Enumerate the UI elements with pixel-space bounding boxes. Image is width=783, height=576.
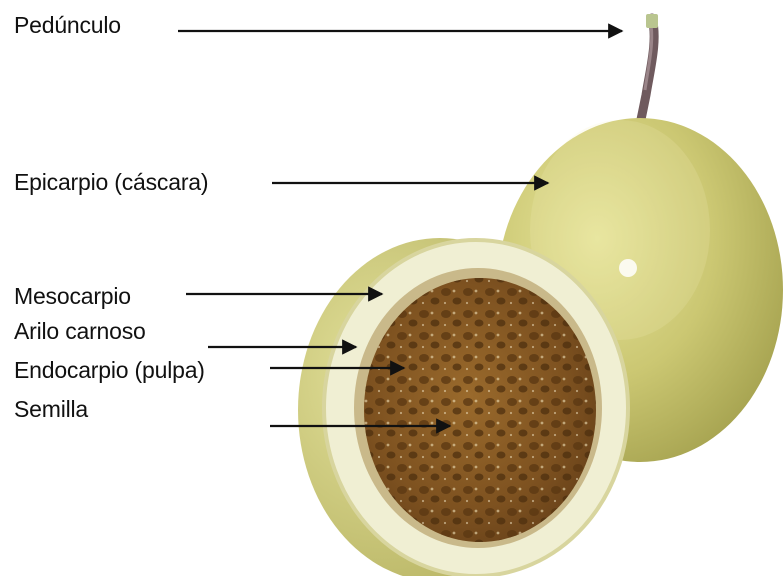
cut-fruit xyxy=(298,238,628,576)
label-mesocarp: Mesocarpio xyxy=(14,283,131,310)
label-aril: Arilo carnoso xyxy=(14,318,146,345)
label-peduncle: Pedúnculo xyxy=(14,12,121,39)
label-seed: Semilla xyxy=(14,396,88,423)
label-epicarp: Epicarpio (cáscara) xyxy=(14,169,208,196)
label-endocarp: Endocarpio (pulpa) xyxy=(14,357,205,384)
peduncle-shape xyxy=(640,14,658,124)
